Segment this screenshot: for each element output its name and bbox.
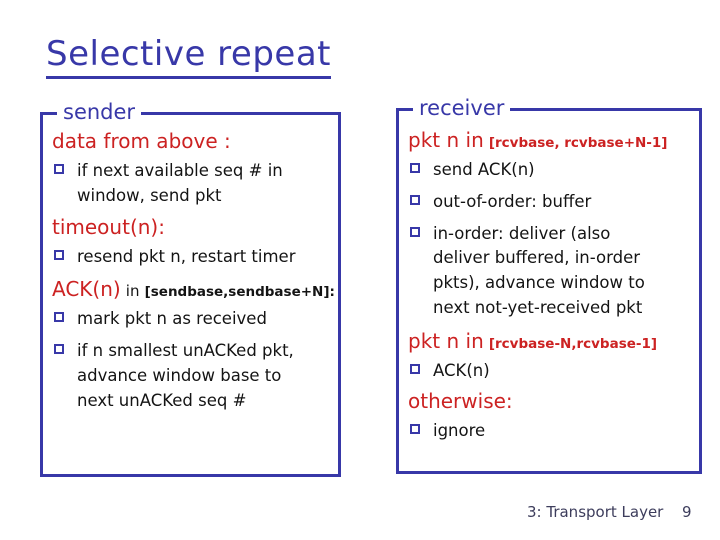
bullet-text: ACK(n)	[433, 360, 490, 380]
list-item: out-of-order: buffer	[406, 190, 693, 215]
bullet-text: send ACK(n)	[433, 160, 535, 179]
square-bullet-icon	[410, 363, 420, 374]
list-item: resend pkt n, restart timer	[50, 245, 332, 270]
bullet-text: resend pkt n, restart timer	[77, 246, 296, 266]
receiver-panel: receiver pkt n in [rcvbase, rcvbase+N-1]…	[396, 96, 702, 474]
page-title: Selective repeat	[46, 35, 331, 80]
heading-pkt-detail: [rcvbase, rcvbase+N-1]	[488, 135, 668, 151]
sender-panel-body: data from above : if next available seq …	[43, 115, 338, 413]
list-item: ignore	[406, 419, 693, 444]
heading-pkt-main: pkt n in	[408, 128, 484, 152]
heading-ack-detail: [sendbase,sendbase+N]:	[144, 284, 335, 301]
heading-data-from-above: data from above :	[52, 129, 231, 153]
bullet-text: in-order: deliver (also deliver buffered…	[433, 223, 645, 317]
heading-timeout: timeout(n):	[52, 214, 165, 239]
square-bullet-icon	[54, 312, 64, 323]
heading-otherwise: otherwise:	[408, 389, 513, 414]
square-bullet-icon	[410, 226, 420, 237]
bullet-text: ignore	[433, 421, 486, 441]
bullet-text: if next available seq # in window, send …	[77, 161, 283, 205]
bullet-text: mark pkt n as received	[77, 309, 267, 329]
square-bullet-icon	[54, 164, 64, 174]
receiver-panel-body: pkt n in [rcvbase, rcvbase+N-1] send ACK…	[399, 111, 699, 444]
heading-pkt-below-window: pkt n in [rcvbase-N,rcvbase-1]	[408, 329, 693, 353]
square-bullet-icon	[410, 424, 420, 435]
heading-pkt-detail: [rcvbase-N,rcvbase-1]	[488, 335, 658, 352]
heading-pkt-in-window: pkt n in [rcvbase, rcvbase+N-1]	[408, 128, 693, 152]
list-item: if n smallest unACKed pkt, advance windo…	[50, 339, 332, 413]
list-item: mark pkt n as received	[50, 307, 332, 332]
list-item: send ACK(n)	[406, 158, 693, 183]
bullet-text: if n smallest unACKed pkt, advance windo…	[77, 341, 294, 410]
square-bullet-icon	[54, 344, 64, 354]
sender-panel-legend: sender	[57, 100, 142, 125]
square-bullet-icon	[410, 194, 420, 205]
heading-ack-main: ACK(n)	[52, 277, 121, 302]
list-item: if next available seq # in window, send …	[50, 159, 332, 209]
heading-ack-range: ACK(n) in [sendbase,sendbase+N]:	[52, 277, 335, 302]
square-bullet-icon	[410, 163, 420, 173]
list-item: in-order: deliver (also deliver buffered…	[406, 222, 693, 321]
sender-panel: sender data from above : if next availab…	[40, 100, 341, 477]
bullet-text: out-of-order: buffer	[433, 191, 592, 211]
heading-pkt-main: pkt n in	[408, 328, 484, 353]
footer-section-label: 3: Transport Layer	[527, 503, 664, 521]
receiver-panel-legend: receiver	[413, 96, 511, 121]
list-item: ACK(n)	[406, 359, 693, 384]
heading-ack-connector: in	[125, 282, 140, 301]
footer-page-number: 9	[682, 503, 692, 521]
square-bullet-icon	[54, 249, 64, 260]
